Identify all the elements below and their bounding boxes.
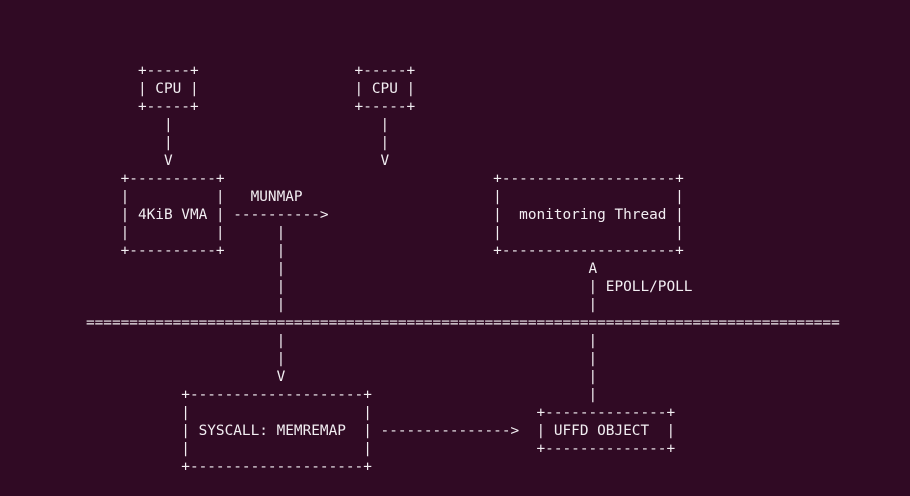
diagram-row-uffd-box-bottom: | | +--------------+ [8,441,676,457]
diagram-row-arrow: | | [8,297,598,313]
diagram-row-munmap-label: | | MUNMAP | | [8,189,684,205]
diagram-row-box-top: +----------+ +--------------------+ [8,171,684,187]
diagram-row-arrowhead: V V [8,153,390,169]
diagram-row-box-bottom: +----------+ | +--------------------+ [8,243,684,259]
diagram-row-cpu-box-bottom: +-----+ +-----+ [8,99,416,115]
diagram-row-arrowhead: V | [8,369,598,385]
diagram-row-arrow: | | [8,333,598,349]
diagram-row-uffd-box-top: | | +--------------+ [8,405,676,421]
diagram-row-syscall-uffd-labels: | SYSCALL: MEMREMAP | ---------------> |… [8,423,676,439]
diagram-row [8,26,910,44]
diagram-row [8,8,910,26]
diagram-row-vma-monitoring-labels: | 4KiB VMA | ----------> | monitoring Th… [8,207,684,223]
diagram-row-syscall-box-top: +--------------------+ | [8,387,598,403]
diagram-row-syscall-box-bottom: +--------------------+ [8,459,372,475]
ascii-diagram: +-----+ +-----+ | CPU | | CPU | +-----+ … [8,8,910,476]
diagram-row [8,44,910,62]
diagram-row-epoll-arrowhead: | A [8,261,598,277]
diagram-row-box-side: | | | | | [8,225,684,241]
diagram-row-cpu-box-top: +-----+ +-----+ [8,63,416,79]
diagram-row-arrow: | | [8,351,598,367]
diagram-row-arrow: | | [8,135,390,151]
diagram-row-cpu-labels: | CPU | | CPU | [8,81,416,97]
diagram-row-arrow: | | [8,117,390,133]
diagram-row-epoll-label: | | EPOLL/POLL [8,279,693,295]
diagram-row-kernel-boundary: ========================================… [8,315,840,331]
